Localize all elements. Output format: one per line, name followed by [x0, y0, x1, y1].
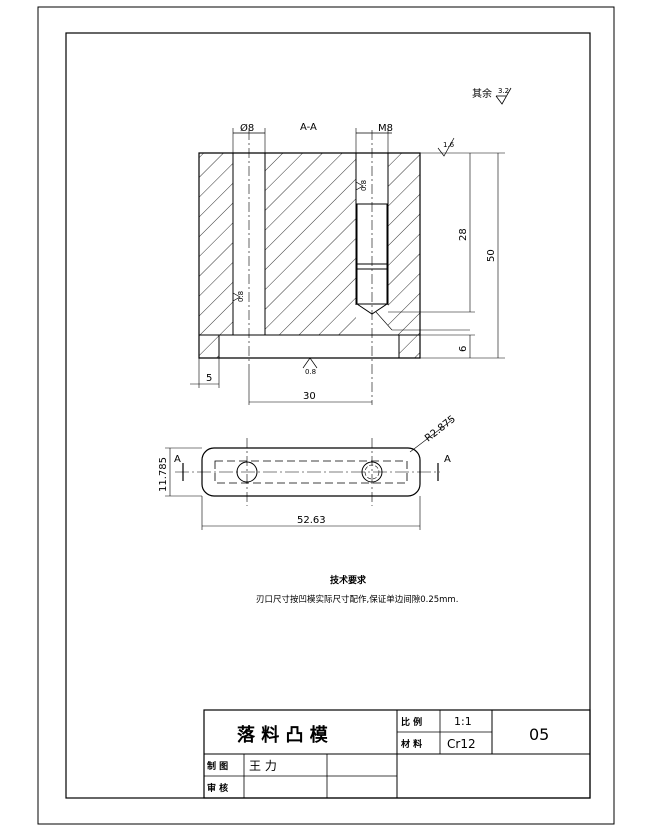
dim-28: 28	[458, 228, 469, 241]
svg-text:0.8: 0.8	[237, 291, 245, 302]
inner-border	[65, 32, 591, 799]
part-name: 落 料 凸 模	[237, 724, 329, 746]
scale-label: 比 例	[401, 716, 422, 728]
notes-heading: 技术要求	[330, 574, 367, 586]
dim-6: 6	[458, 346, 469, 352]
roughness-symbol-icon	[495, 87, 512, 105]
drawing-number: 05	[529, 725, 549, 744]
scale-value: 1:1	[454, 715, 472, 728]
section-mark-right: A	[444, 454, 451, 465]
svg-text:0.8: 0.8	[360, 180, 368, 191]
plan-inner-slot	[214, 460, 408, 484]
material-value: Cr12	[447, 737, 476, 751]
section-title: A-A	[300, 122, 317, 133]
dim-11-785: 11.785	[158, 457, 169, 492]
title-block: 落 料 凸 模 比 例 1:1 材 料 Cr12 05 制 图 王 力 审 核	[203, 709, 591, 799]
other-roughness-value: 3.2	[498, 87, 509, 95]
svg-text:0.8: 0.8	[305, 368, 316, 376]
outer-border	[37, 6, 615, 825]
checked-label: 审 核	[207, 782, 228, 794]
inner-roughness-right: 0.8	[355, 180, 368, 191]
inner-roughness-left: 0.8	[232, 291, 245, 302]
section-view: A-A Ø8 M8 1.6	[190, 122, 505, 405]
right-hole-label: M8	[378, 123, 393, 134]
section-mark-left: A	[174, 454, 181, 465]
dim-50: 50	[486, 249, 497, 262]
svg-text:1.6: 1.6	[443, 141, 455, 149]
left-hole-label: Ø8	[240, 122, 254, 134]
dim-30: 30	[303, 391, 316, 402]
other-roughness-note: 其余 3.2	[472, 87, 512, 105]
drawn-label: 制 图	[207, 760, 228, 772]
dim-52-63: 52.63	[297, 515, 326, 526]
plan-view: A A R2.875 11.785 52.63	[158, 414, 458, 530]
other-roughness-prefix: 其余	[472, 87, 492, 100]
dim-radius: R2.875	[423, 414, 458, 445]
dim-5: 5	[206, 373, 212, 384]
notes-body: 刃口尺寸按凹模实际尺寸配作,保证单边间隙0.25mm.	[256, 594, 458, 605]
drawn-name: 王 力	[249, 759, 277, 773]
bottom-roughness-mark: 0.8	[302, 357, 318, 376]
top-roughness-mark: 1.6	[437, 137, 455, 157]
material-label: 材 料	[400, 738, 422, 750]
